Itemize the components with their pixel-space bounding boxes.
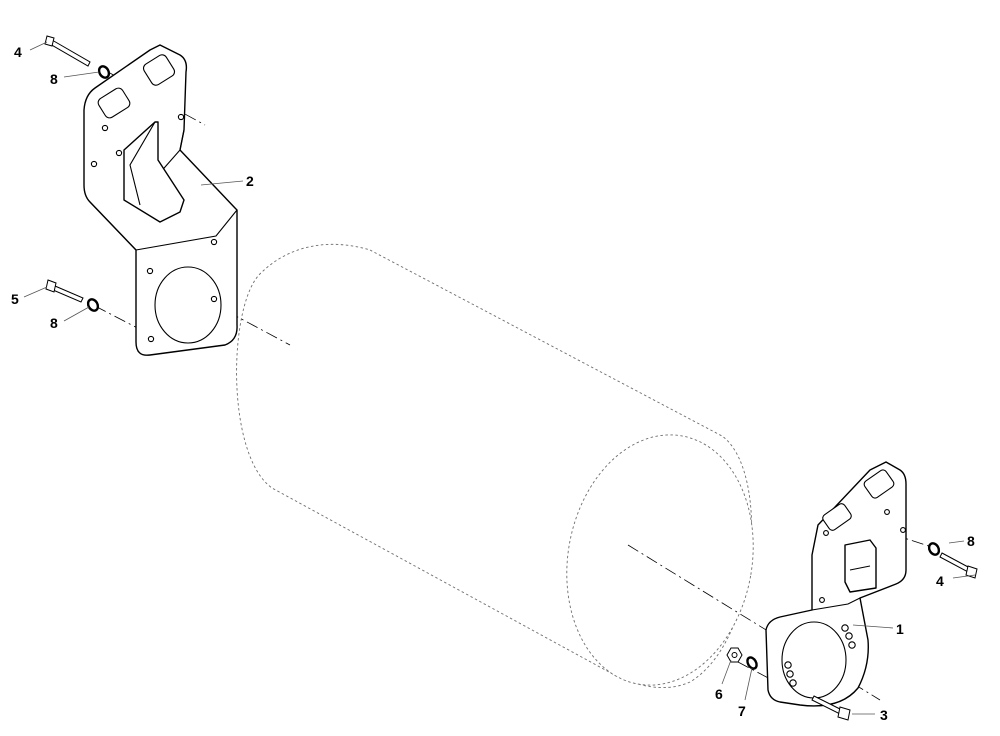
callout-3: 3 — [880, 707, 888, 723]
left-bracket — [83, 44, 238, 356]
washer-8-top — [97, 65, 111, 79]
callout-5: 5 — [11, 291, 19, 307]
callout-8-top: 8 — [50, 71, 58, 87]
callout-4-right: 4 — [936, 573, 944, 589]
callout-1: 1 — [896, 621, 904, 637]
callout-2: 2 — [246, 173, 254, 189]
nut-6 — [726, 647, 743, 663]
callout-8-right: 8 — [967, 533, 975, 549]
bolt-4-top — [44, 35, 91, 67]
callout-6: 6 — [715, 686, 723, 702]
bolt-5 — [45, 279, 84, 303]
bolt-3 — [811, 695, 851, 721]
callouts: 4 8 2 5 8 8 4 1 6 7 3 — [11, 44, 975, 723]
leader-lines — [23, 41, 976, 715]
washer-8-mid — [86, 298, 100, 312]
right-bracket — [765, 461, 907, 707]
callout-7: 7 — [738, 703, 746, 719]
callout-4-top: 4 — [14, 44, 22, 60]
callout-8-mid: 8 — [50, 315, 58, 331]
bolt-4-right — [939, 552, 978, 579]
washer-7 — [746, 656, 758, 670]
washer-8-right — [927, 542, 941, 556]
drum — [236, 243, 754, 689]
